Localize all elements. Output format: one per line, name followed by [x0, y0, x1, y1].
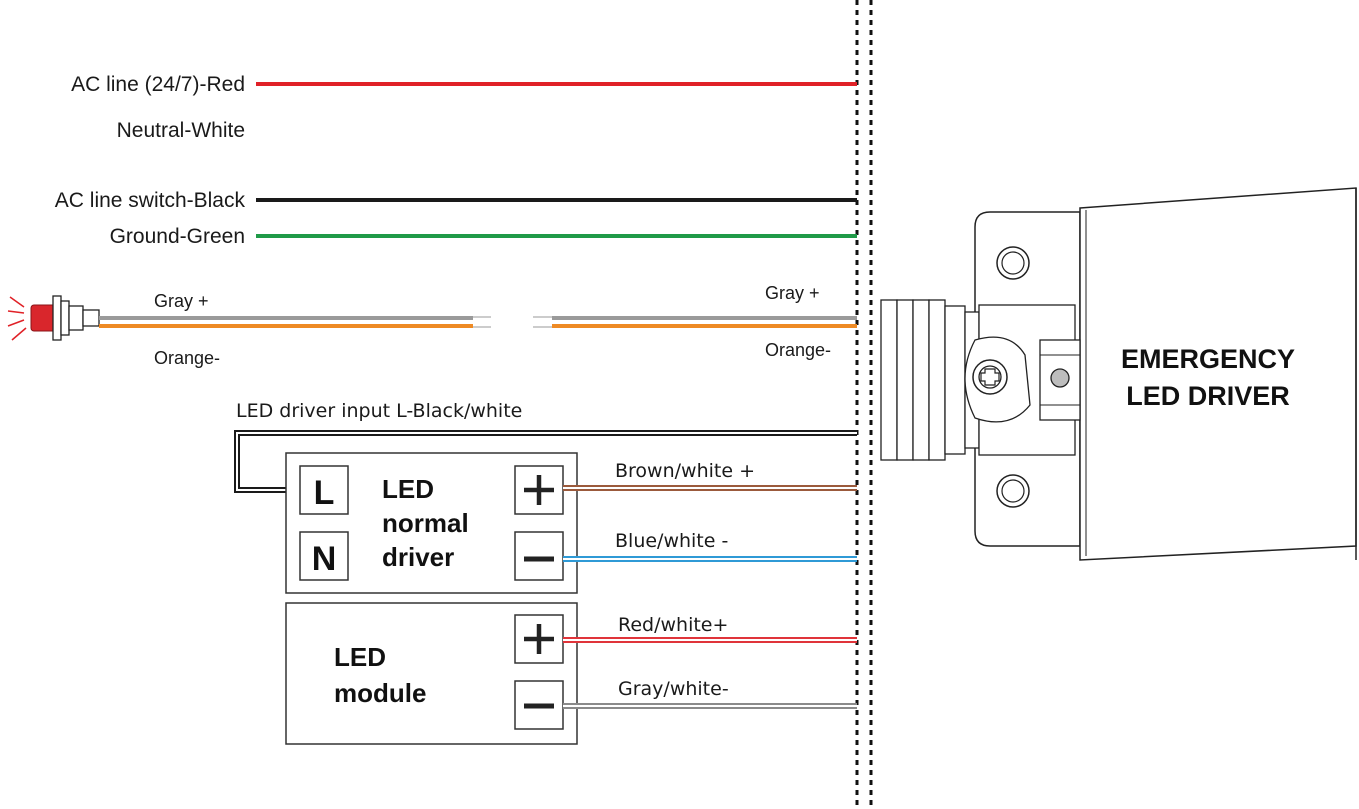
label-ac-line: AC line (24/7)-Red [71, 73, 245, 96]
junction-boundary [855, 0, 873, 809]
screw-icon [964, 336, 1031, 423]
emergency-driver-title-1: EMERGENCY [1121, 344, 1295, 374]
wire-end-stubs-left [473, 316, 491, 328]
label-ground: Ground-Green [110, 225, 245, 248]
terminal-n [299, 531, 349, 581]
normal-driver-title-1: LED [382, 474, 434, 504]
plus-icon [524, 624, 554, 654]
label-blue-white: Blue/white - [615, 530, 728, 552]
terminal-l [299, 465, 349, 515]
terminal-minus [514, 531, 564, 581]
label-neutral: Neutral-White [117, 119, 245, 142]
label-driver-input: LED driver input L-Black/white [236, 400, 522, 422]
wire-end-stubs-right [533, 316, 552, 328]
label-gray-white: Gray/white- [618, 678, 729, 700]
label-gray-right: Gray + [765, 283, 820, 303]
terminal-l-label: L [314, 474, 335, 512]
label-orange-right: Orange- [765, 340, 831, 360]
indicator-icon [1050, 368, 1070, 388]
label-red-white: Red/white+ [618, 614, 728, 636]
led-module-title-2: module [334, 678, 426, 708]
test-switch-icon [7, 295, 100, 341]
led-normal-driver: L N LED normal driver [285, 452, 578, 594]
label-orange-left: Orange- [154, 348, 220, 368]
emergency-driver-title-2: LED DRIVER [1126, 381, 1290, 411]
terminal-n-label: N [312, 540, 337, 578]
led-module-title-1: LED [334, 642, 386, 672]
emergency-led-driver: EMERGENCY LED DRIVER [880, 187, 1357, 561]
label-brown-white: Brown/white + [615, 460, 755, 482]
normal-driver-title-2: normal [382, 508, 469, 538]
led-module: LED module [285, 602, 578, 745]
normal-driver-title-3: driver [382, 542, 454, 572]
driver-housing [1079, 187, 1357, 561]
label-ac-switch: AC line switch-Black [55, 189, 246, 212]
label-gray-left: Gray + [154, 291, 209, 311]
plus-icon [524, 475, 554, 505]
